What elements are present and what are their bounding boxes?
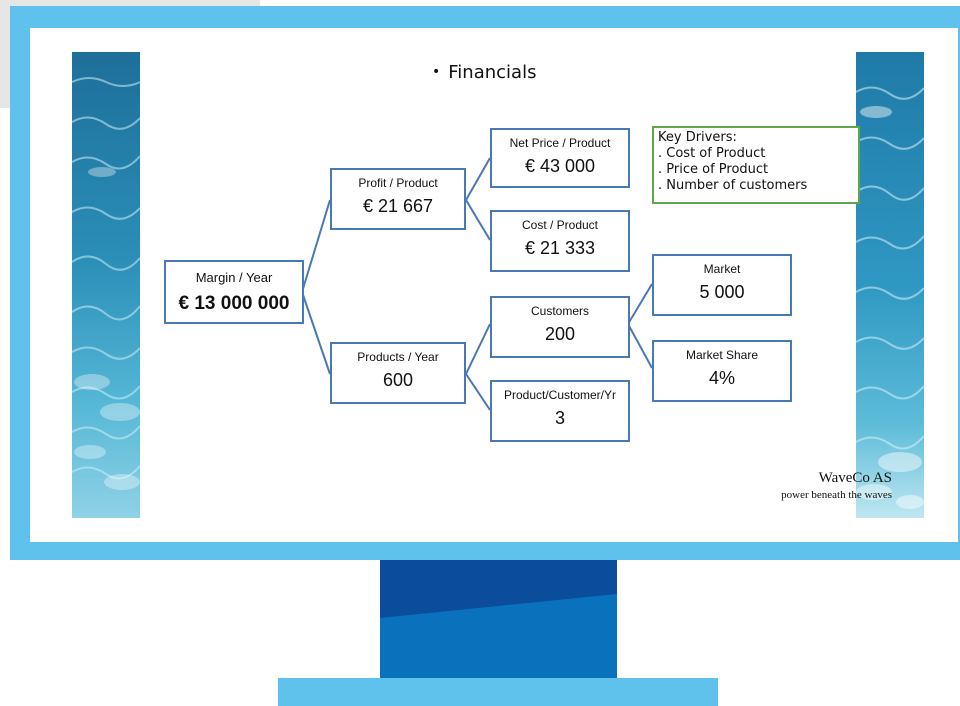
bullet-icon: • (432, 64, 441, 80)
node-market: Market 5 000 (652, 254, 792, 316)
ocean-image-right (856, 52, 924, 518)
node-value: € 21 667 (362, 196, 434, 216)
connector-customers-share (627, 323, 653, 369)
node-margin-year: Margin / Year € 13 000 000 (164, 260, 304, 324)
slide-title-text: Financials (448, 62, 537, 83)
key-drivers-box: Key Drivers: . Cost of Product . Price o… (652, 126, 860, 204)
node-label: Cost / Product (521, 218, 599, 232)
company-signature: WaveCo AS power beneath the waves (692, 470, 892, 501)
node-value: € 21 333 (524, 238, 596, 258)
connector-root-profit (301, 199, 331, 293)
node-value: 3 (554, 408, 565, 428)
connector-products-ppc (465, 373, 491, 411)
connector-products-customers (465, 323, 491, 375)
node-cost-product: Cost / Product € 21 333 (490, 210, 630, 272)
node-value: 4% (708, 368, 735, 388)
node-customers: Customers 200 (490, 296, 630, 358)
node-value: € 43 000 (524, 156, 596, 176)
node-market-share: Market Share 4% (652, 340, 792, 402)
tree-connectors (301, 157, 653, 411)
node-value: 200 (544, 324, 576, 344)
node-label: Margin / Year (195, 270, 273, 285)
node-label: Market Share (685, 348, 759, 362)
key-driver-item: . Number of customers (658, 178, 808, 193)
node-products-year: Products / Year 600 (330, 342, 466, 404)
node-label: Market (703, 262, 741, 276)
slide-title: • Financials (432, 62, 652, 83)
node-label: Product/Customer/Yr (503, 388, 617, 402)
node-value: 600 (382, 370, 414, 390)
ocean-image-left (72, 52, 140, 518)
company-name: WaveCo AS (818, 470, 892, 486)
monitor-stand-base (278, 678, 718, 706)
company-tagline: power beneath the waves (781, 489, 892, 501)
connector-profit-netprice (465, 157, 491, 201)
key-drivers-title: Key Drivers: (658, 130, 737, 145)
node-value: 5 000 (699, 282, 745, 302)
node-label: Net Price / Product (509, 136, 611, 150)
connector-customers-market (627, 283, 653, 325)
node-value: € 13 000 000 (178, 293, 290, 314)
connector-root-products (301, 291, 331, 375)
monitor-stand-neck (380, 560, 617, 678)
connector-profit-cost (465, 199, 491, 241)
node-product-customer-yr: Product/Customer/Yr 3 (490, 380, 630, 442)
key-driver-item: . Cost of Product (658, 146, 766, 161)
node-label: Products / Year (357, 350, 439, 364)
node-label: Customers (530, 304, 589, 318)
key-driver-item: . Price of Product (658, 162, 769, 177)
node-label: Profit / Product (358, 176, 438, 190)
node-net-price: Net Price / Product € 43 000 (490, 128, 630, 188)
node-profit-product: Profit / Product € 21 667 (330, 168, 466, 230)
presentation-slide: •Financials Margin / Year € 13 000 (72, 52, 924, 518)
